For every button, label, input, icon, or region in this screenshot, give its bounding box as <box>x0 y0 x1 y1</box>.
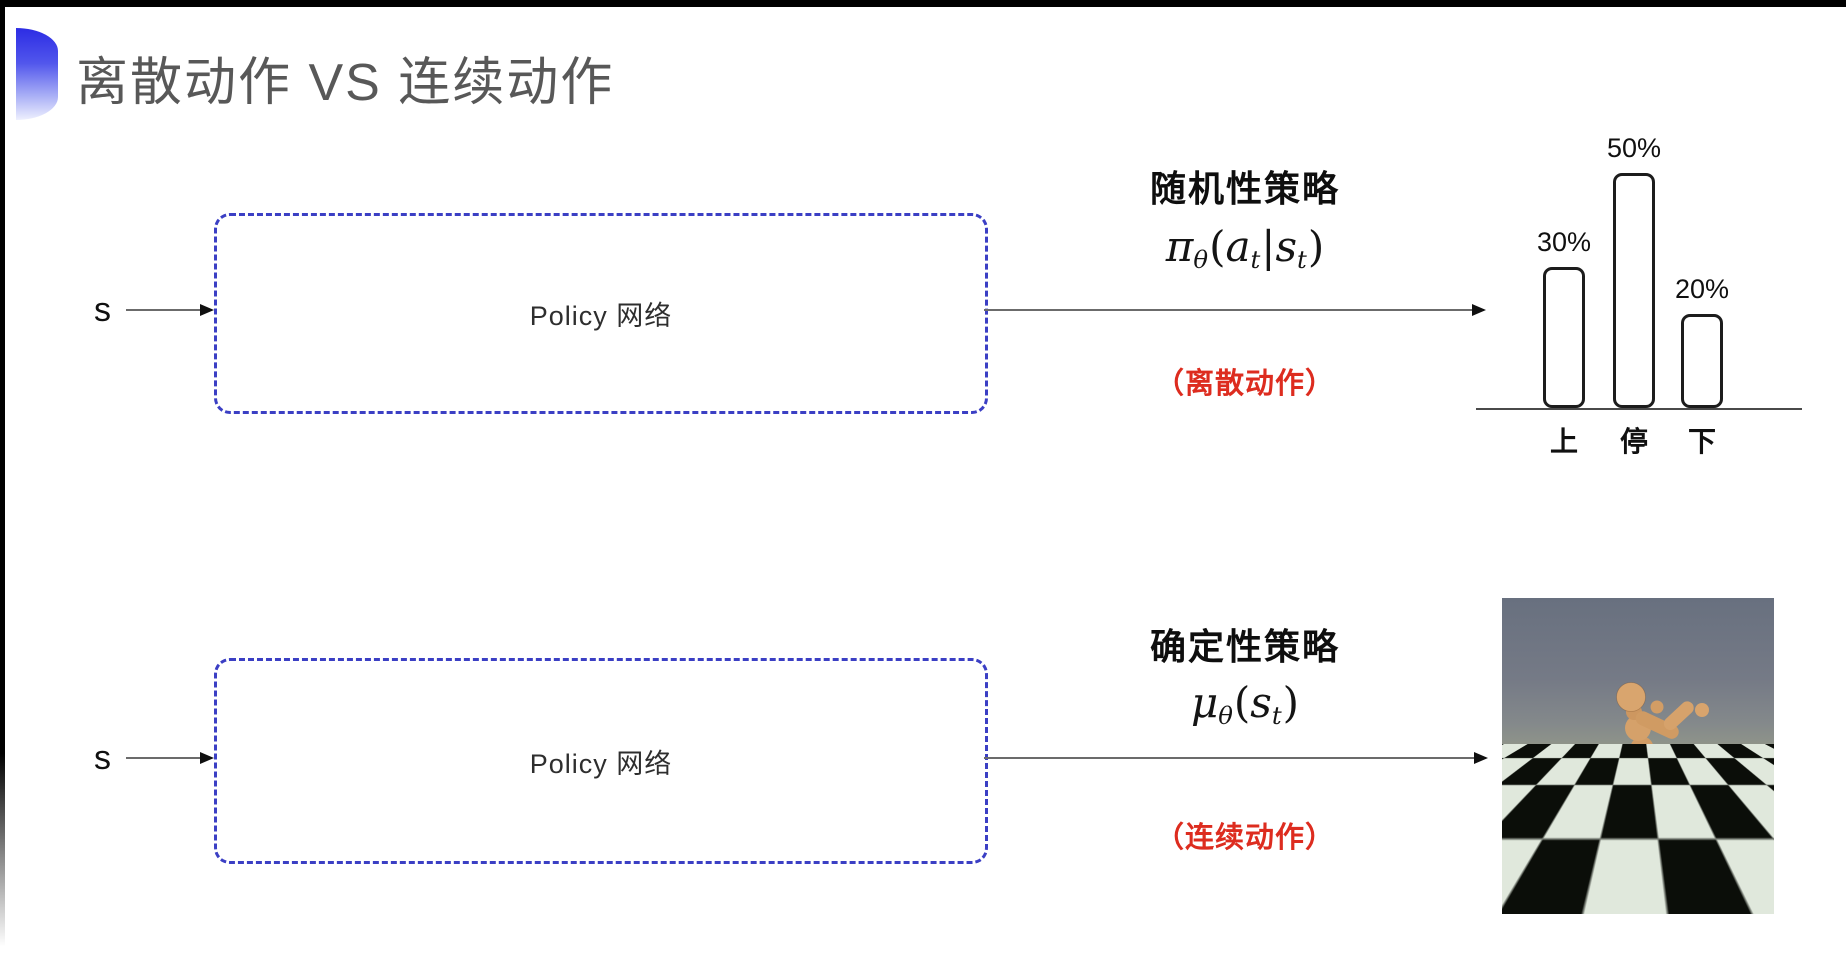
page-title: 离散动作 VS 连续动作 <box>76 40 614 115</box>
arrow-policy-to-output-continuous <box>984 757 1486 759</box>
category-label-down: 下 <box>1666 420 1738 460</box>
discrete-action-note: （离散动作） <box>1090 360 1400 402</box>
category-label-up: 上 <box>1528 420 1600 460</box>
state-input-label-discrete: s <box>94 291 111 330</box>
policy-network-label: Policy 网络 <box>530 742 673 781</box>
bar-stop <box>1613 173 1655 408</box>
formula-s: s <box>1250 678 1272 727</box>
formula-s-sub: t <box>1272 701 1282 730</box>
formula-theta: θ <box>1218 701 1233 730</box>
formula-rparen: ) <box>1308 222 1324 271</box>
formula-lparen: ( <box>1234 678 1250 727</box>
chart-baseline <box>1476 408 1802 410</box>
policy-network-box-discrete: Policy 网络 <box>214 213 988 414</box>
formula-rparen: ) <box>1283 678 1299 727</box>
category-label-stop: 停 <box>1598 420 1670 460</box>
formula-s-sub: t <box>1297 245 1307 274</box>
formula-theta: θ <box>1193 245 1208 274</box>
formula-pi: π <box>1166 222 1194 271</box>
title-bullet-icon <box>16 28 58 120</box>
formula-s: s <box>1275 222 1297 271</box>
action-probability-chart: 30% 50% 20% 上 停 下 <box>1476 106 1806 466</box>
bar-value-label: 30% <box>1537 227 1591 258</box>
bar-value-label: 20% <box>1675 274 1729 305</box>
bar-up <box>1543 267 1585 408</box>
arrow-policy-to-output-discrete <box>984 309 1484 311</box>
left-black-edge <box>0 0 5 966</box>
continuous-action-note: （连续动作） <box>1090 814 1400 856</box>
stochastic-policy-formula: πθ(at|st) <box>1090 222 1400 274</box>
policy-network-label: Policy 网络 <box>530 294 673 333</box>
bar-value-label: 50% <box>1607 133 1661 164</box>
bar-group-stop: 50% <box>1598 133 1670 408</box>
mujoco-humanoid-image <box>1502 598 1774 914</box>
formula-bar: | <box>1261 222 1275 271</box>
bar-group-up: 30% <box>1528 227 1600 408</box>
deterministic-policy-formula: μθ(st) <box>1090 678 1400 730</box>
formula-mu: μ <box>1191 678 1218 727</box>
formula-a: a <box>1225 222 1250 271</box>
formula-a-sub: t <box>1251 245 1261 274</box>
top-black-edge <box>0 0 1846 7</box>
humanoid-robot <box>1502 598 1774 914</box>
arrow-state-to-policy-discrete <box>126 309 212 311</box>
arrow-state-to-policy-continuous <box>126 757 212 759</box>
stochastic-policy-title: 随机性策略 <box>1090 160 1400 212</box>
formula-lparen: ( <box>1209 222 1225 271</box>
policy-network-box-continuous: Policy 网络 <box>214 658 988 864</box>
bar-group-down: 20% <box>1666 274 1738 408</box>
state-input-label-continuous: s <box>94 739 111 778</box>
deterministic-policy-title: 确定性策略 <box>1090 618 1400 670</box>
bar-down <box>1681 314 1723 408</box>
